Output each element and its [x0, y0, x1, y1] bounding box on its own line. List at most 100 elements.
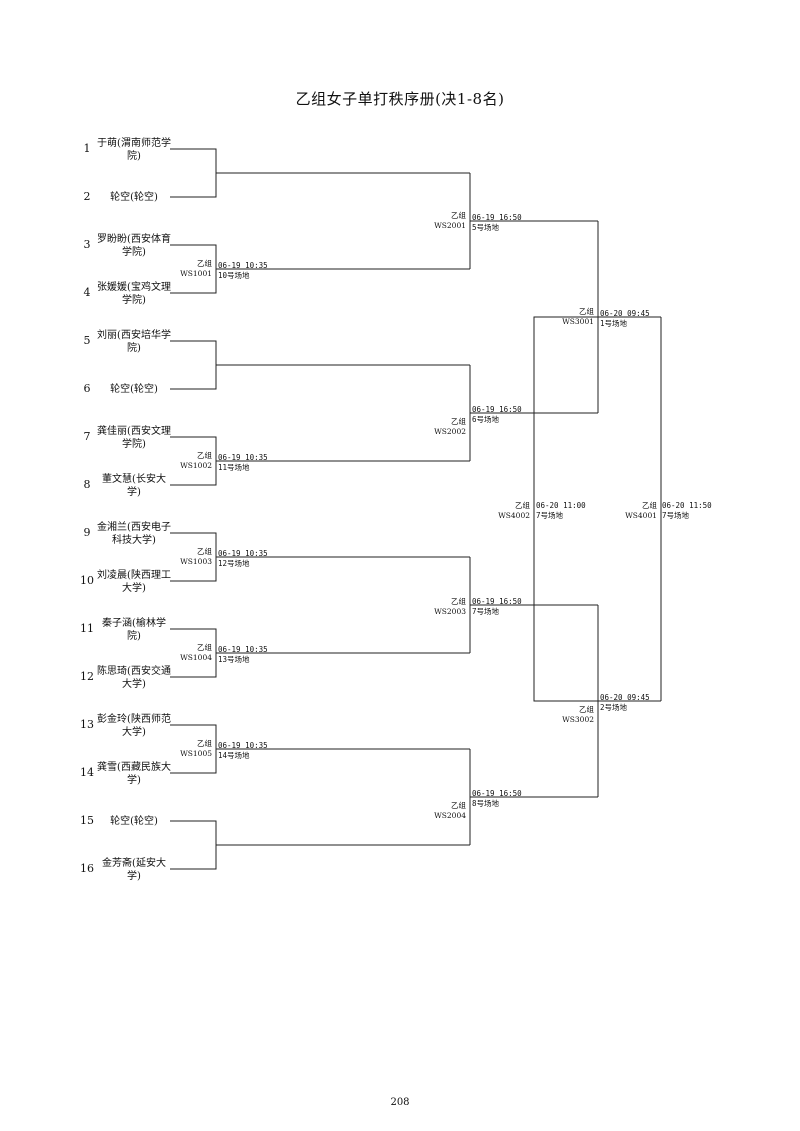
- match-venue: 6号场地: [472, 415, 500, 424]
- page-number: 208: [390, 1097, 410, 1108]
- r1-connector-7-8: [170, 436, 470, 486]
- seed-number: 15: [80, 814, 94, 827]
- match-label: 乙组 WS2002: [424, 417, 466, 437]
- match-time: 06-19 16:50: [472, 213, 522, 222]
- match-group: 乙组: [451, 801, 466, 810]
- match-info: 06-20 11:50 7号场地: [662, 501, 712, 521]
- match-code: WS1001: [180, 269, 212, 278]
- seed-number: 1: [83, 142, 91, 155]
- match-group: 乙组: [451, 211, 466, 220]
- match-label: 乙组 WS4002: [488, 501, 530, 521]
- match-time: 06-19 10:35: [218, 645, 268, 654]
- player-name: 轮空(轮空): [110, 192, 158, 203]
- match-time: 06-20 11:50: [662, 501, 712, 510]
- player-name: 轮空(轮空): [110, 816, 158, 827]
- seed-number: 6: [83, 382, 91, 395]
- r1-connector-3-4: [170, 244, 470, 294]
- match-venue: 2号场地: [600, 703, 628, 712]
- match-group: 乙组: [451, 417, 466, 426]
- match-code: WS2004: [434, 811, 466, 820]
- match-info: 06-19 10:35 13号场地: [218, 645, 268, 665]
- player-name: 张媛媛(宝鸡文理学院): [97, 282, 171, 306]
- match-label: 乙组 WS1003: [170, 547, 212, 567]
- match-info: 06-19 10:35 11号场地: [218, 453, 268, 473]
- match-group: 乙组: [515, 501, 530, 510]
- seed-number: 7: [83, 430, 91, 443]
- match-venue: 14号场地: [218, 751, 250, 760]
- player-name: 于萌(渭南师范学院): [97, 138, 171, 162]
- match-group: 乙组: [579, 705, 594, 714]
- match-code: WS1005: [180, 749, 212, 758]
- match-label: 乙组 WS1004: [170, 643, 212, 663]
- match-code: WS1002: [180, 461, 212, 470]
- match-info: 06-19 16:50 7号场地: [472, 597, 522, 617]
- match-info: 06-19 16:50 8号场地: [472, 789, 522, 809]
- seed-number: 10: [80, 574, 94, 587]
- player-name: 刘凌晨(陕西理工大学): [97, 570, 171, 594]
- match-label: 乙组 WS1001: [170, 259, 212, 279]
- player-name: 龚佳丽(西安文理学院): [97, 426, 171, 450]
- player-name: 龚雪(西藏民族大学): [97, 762, 171, 786]
- player-name: 刘丽(西安培华学院): [97, 330, 171, 354]
- match-label: 乙组 WS4001: [615, 501, 657, 521]
- player-name: 轮空(轮空): [110, 384, 158, 395]
- seed-number: 8: [83, 478, 91, 491]
- match-venue: 12号场地: [218, 559, 250, 568]
- player-name: 金芳斋(延安大学): [102, 858, 166, 882]
- seed-number: 13: [80, 718, 94, 731]
- match-info: 06-19 10:35 10号场地: [218, 261, 268, 281]
- match-code: WS3002: [562, 715, 594, 724]
- match-time: 06-19 16:50: [472, 789, 522, 798]
- seed-number: 14: [80, 766, 94, 779]
- match-group: 乙组: [197, 739, 212, 748]
- match-time: 06-19 10:35: [218, 741, 268, 750]
- match-info: 06-20 09:45 1号场地: [600, 309, 650, 329]
- seed-number: 16: [80, 862, 94, 875]
- r2-connector-a: [469, 173, 598, 269]
- match-venue: 7号场地: [662, 511, 690, 520]
- seed-number: 9: [83, 526, 91, 539]
- page-title: 乙组女子单打秩序册(决1-8名): [295, 90, 505, 108]
- match-venue: 7号场地: [536, 511, 564, 520]
- seed-number: 4: [83, 286, 91, 299]
- match-venue: 10号场地: [218, 271, 250, 280]
- player-name: 陈思琦(西安交通大学): [97, 666, 171, 690]
- match-time: 06-19 10:35: [218, 453, 268, 462]
- match-venue: 8号场地: [472, 799, 500, 808]
- match-group: 乙组: [579, 307, 594, 316]
- match-label: 乙组 WS1002: [170, 451, 212, 471]
- player-name: 彭金玲(陕西师范大学): [97, 714, 171, 738]
- match-group: 乙组: [197, 451, 212, 460]
- match-info: 06-19 16:50 5号场地: [472, 213, 522, 233]
- r1-connector-5-6: [170, 340, 470, 390]
- match-label: 乙组 WS3002: [552, 705, 594, 725]
- player-name: 董文慧(长安大学): [102, 474, 166, 498]
- match-time: 06-19 10:35: [218, 549, 268, 558]
- match-time: 06-20 11:00: [536, 501, 586, 510]
- seed-number: 11: [80, 622, 94, 635]
- match-info: 06-20 11:00 7号场地: [536, 501, 586, 521]
- seed-number: 5: [83, 334, 91, 347]
- match-time: 06-20 09:45: [600, 309, 650, 318]
- r1-connector-13-14: [170, 724, 470, 774]
- match-label: 乙组 WS2004: [424, 801, 466, 821]
- match-info: 06-19 16:50 6号场地: [472, 405, 522, 425]
- match-group: 乙组: [642, 501, 657, 510]
- player-name: 罗盼盼(西安体育学院): [97, 234, 171, 258]
- r1-connector-9-10: [170, 532, 470, 582]
- r1-connector-1-2: [170, 148, 470, 198]
- seed-number: 3: [83, 238, 91, 251]
- match-code: WS1003: [180, 557, 212, 566]
- match-group: 乙组: [197, 643, 212, 652]
- match-code: WS2002: [434, 427, 466, 436]
- match-group: 乙组: [197, 259, 212, 268]
- r1-connector-11-12: [170, 628, 470, 678]
- match-code: WS3001: [562, 317, 594, 326]
- match-group: 乙组: [197, 547, 212, 556]
- player-name: 秦子涵(榆林学院): [102, 618, 166, 642]
- match-label: 乙组 WS3001: [552, 307, 594, 327]
- seed-number: 12: [80, 670, 94, 683]
- third-place-connector: [533, 316, 598, 702]
- match-label: 乙组 WS1005: [170, 739, 212, 759]
